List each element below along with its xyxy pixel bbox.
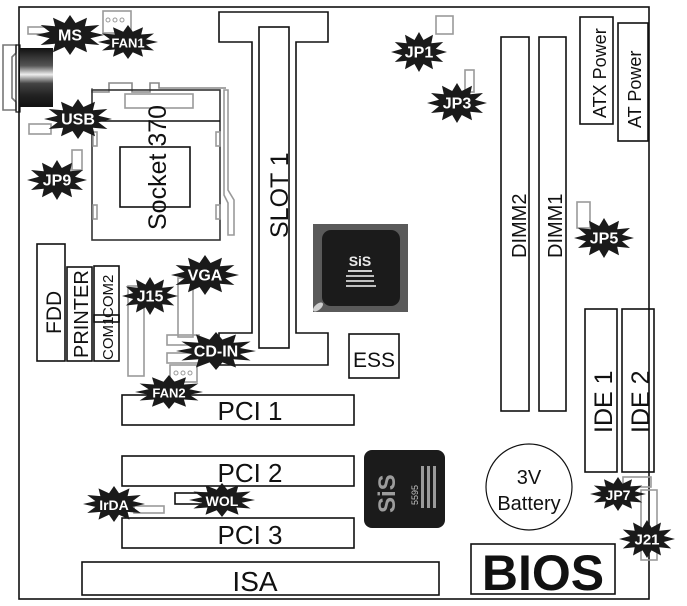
usb-callout-label: USB [61, 112, 95, 129]
usb-header [28, 123, 52, 135]
j15-callout-label: J15 [137, 289, 164, 306]
jp9-starburst-icon [27, 160, 87, 200]
jp5-starburst-icon [574, 218, 634, 258]
ms-starburst-icon [36, 15, 104, 55]
jp3-callout: JP3 [427, 83, 487, 123]
north-bridge-chip: SiS [313, 224, 408, 312]
jp1-starburst-icon [391, 32, 447, 72]
ess-chip [348, 333, 400, 379]
fan1-callout-label: FAN1 [111, 36, 144, 51]
jp5-header [576, 201, 591, 229]
ide2-label: IDE 2 [627, 370, 655, 433]
at-power-label: AT Power [625, 51, 645, 128]
vga-starburst-icon [171, 255, 239, 295]
cdin-starburst-icon [176, 332, 256, 370]
usb-starburst-icon [44, 99, 112, 139]
at-power-connector [617, 22, 649, 142]
battery-label-line1: 3V [517, 467, 542, 489]
fan2-callout-label: FAN2 [152, 386, 185, 401]
j21-callout: J21 [619, 520, 675, 558]
com2-label: COM2 [100, 275, 117, 318]
fdd-label: FDD [43, 291, 66, 334]
jp1-callout-label: JP1 [405, 45, 434, 62]
com2-connector [93, 265, 120, 323]
board-outline [18, 6, 650, 600]
pci2-label: PCI 2 [217, 458, 282, 488]
wol-starburst-icon [189, 483, 255, 517]
jp9-callout: JP9 [27, 160, 87, 200]
j15-header [127, 285, 145, 377]
vga-callout: VGA [171, 255, 239, 295]
usb-callout: USB [44, 99, 112, 139]
north-chip-brand: SiS [349, 253, 372, 269]
jp9-callout-label: JP9 [43, 173, 72, 190]
ide2-connector [621, 308, 655, 473]
jp5-callout-label: JP5 [590, 231, 619, 248]
ms-callout: MS [36, 15, 104, 55]
dimm2-slot [500, 36, 530, 412]
jp7-starburst-icon [590, 477, 646, 511]
pci3-label: PCI 3 [217, 520, 282, 550]
slot-1: SLOT 1 [218, 11, 329, 366]
com1-connector [93, 314, 120, 362]
fan2-starburst-icon [135, 375, 203, 409]
pci3-slot [121, 517, 355, 549]
jp3-callout-label: JP3 [443, 96, 472, 113]
jp1-callout: JP1 [391, 32, 447, 72]
dimm1-label: DIMM1 [545, 194, 567, 258]
dimm1-slot [538, 36, 567, 412]
atx-power-label: ATX Power [590, 28, 610, 118]
com1-label: COM1 [100, 317, 117, 360]
south-bridge-chip: SiS 5595 [364, 450, 445, 528]
fdd-connector [36, 243, 66, 362]
slot-1-label: SLOT 1 [266, 152, 294, 238]
ms-callout-label: MS [58, 28, 82, 45]
j15-starburst-icon [122, 277, 178, 315]
battery [485, 443, 573, 531]
back-panel-connector [2, 44, 53, 113]
dimm2-label: DIMM2 [509, 194, 531, 258]
socket-370-label: Socket 370 [144, 105, 172, 230]
isa-label: ISA [232, 566, 277, 597]
bios-label: BIOS [482, 545, 604, 601]
irda-starburst-icon [83, 486, 145, 522]
atx-power-connector [579, 16, 614, 125]
cdin-callout: CD-IN [176, 332, 256, 370]
fan1-callout: FAN1 [98, 25, 158, 59]
pci1-label: PCI 1 [217, 396, 282, 426]
ide1-connector [584, 308, 618, 473]
socket-370: Socket 370 [91, 82, 235, 241]
j15-callout: J15 [122, 277, 178, 315]
jp9-header [71, 149, 83, 171]
jp3-starburst-icon [427, 83, 487, 123]
wol-callout-label: WOL [206, 493, 239, 509]
jp7-callout-label: JP7 [606, 487, 631, 503]
vga-callout-label: VGA [188, 268, 223, 285]
fan1-starburst-icon [98, 25, 158, 59]
printer-label: PRINTER [71, 270, 93, 358]
south-chip-marking: 5595 [410, 485, 420, 505]
j21-starburst-icon [619, 520, 675, 558]
pci1-slot [121, 394, 355, 426]
ide1-label: IDE 1 [590, 370, 618, 433]
battery-label-line2: Battery [497, 493, 560, 515]
printer-connector [66, 266, 93, 362]
irda-callout-label: IrDA [99, 497, 129, 513]
jp5-callout: JP5 [574, 218, 634, 258]
isa-slot [81, 561, 440, 596]
jp7-callout: JP7 [590, 477, 646, 511]
wol-callout: WOL [189, 483, 255, 517]
j21-callout-label: J21 [634, 532, 659, 549]
bios-chip [470, 543, 616, 595]
ess-label: ESS [353, 349, 395, 372]
irda-callout: IrDA [83, 486, 145, 522]
south-chip-brand: SiS [374, 474, 401, 513]
jp1-header [435, 15, 454, 35]
fan2-callout: FAN2 [135, 375, 203, 409]
cdin-callout-label: CD-IN [194, 344, 238, 361]
